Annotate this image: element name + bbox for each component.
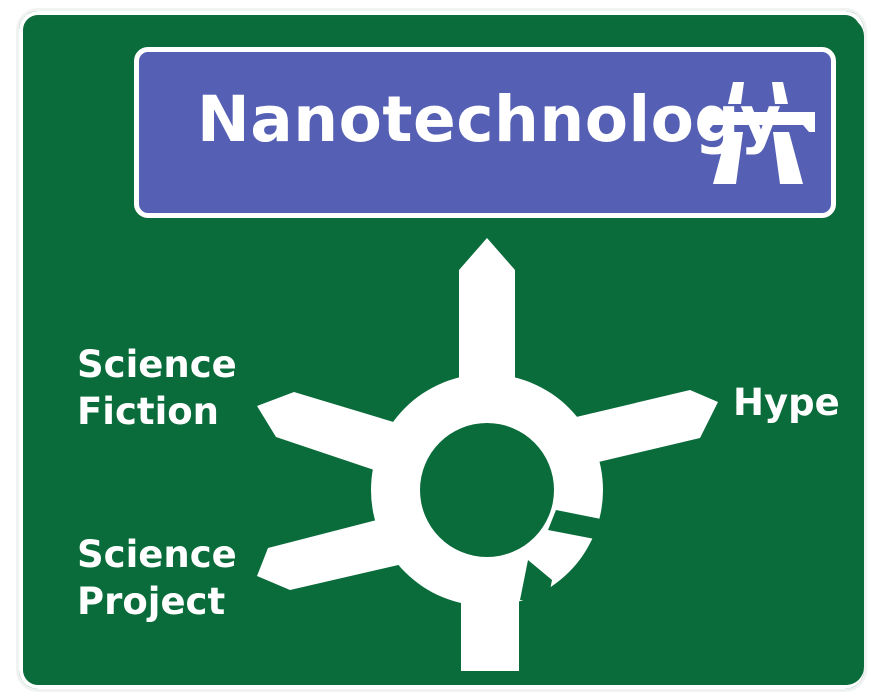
destination-science-project: Science Project: [77, 531, 237, 625]
destination-science-fiction-line2: Fiction: [77, 390, 220, 433]
arrow-science-fiction: [257, 392, 420, 478]
destination-science-project-line2: Project: [77, 580, 226, 623]
arrow-north: [459, 238, 515, 390]
destination-hype: Hype: [733, 381, 840, 424]
destination-science-fiction-line1: Science: [77, 343, 237, 386]
destination-science-fiction: Science Fiction: [77, 341, 237, 435]
road-south: [461, 580, 519, 671]
arrow-hype: [572, 390, 718, 464]
destination-science-project-line1: Science: [77, 533, 237, 576]
roundabout-island: [420, 423, 554, 557]
sign-title: Nanotechnology: [197, 83, 782, 156]
motorway-icon: [701, 82, 815, 184]
arrow-science-project: [257, 514, 420, 590]
title-panel: Nanotechnology: [134, 47, 836, 218]
